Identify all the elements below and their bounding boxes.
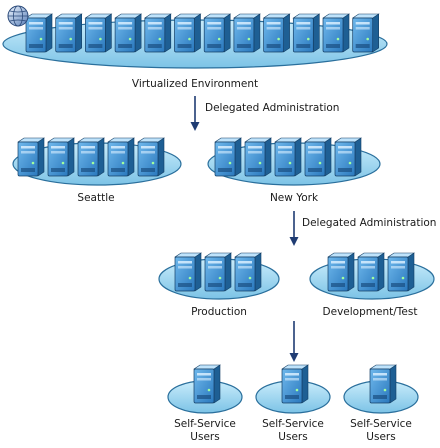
server-icon [137, 137, 165, 177]
server-icon [369, 364, 397, 404]
server-icon [204, 252, 232, 292]
label-delegated-administration-1: Delegated Administration [205, 102, 339, 114]
label-self-service-3-line1: Self-Service [350, 418, 412, 430]
server-icon [322, 13, 350, 53]
server-icon [387, 252, 415, 292]
label-development-test: Development/Test [323, 306, 418, 318]
server-group-development-test [327, 252, 415, 292]
label-production: Production [191, 306, 247, 318]
label-self-service-1-line2: Users [190, 431, 219, 443]
server-icon [203, 13, 232, 53]
label-virtualized-environment: Virtualized Environment [132, 78, 258, 90]
server-icon [193, 364, 221, 404]
server-icon [304, 137, 332, 177]
server-icon [234, 252, 262, 292]
server-icon [17, 137, 45, 177]
arrow-to-self-service [289, 321, 299, 362]
label-new-york: New York [270, 192, 319, 204]
label-seattle: Seattle [77, 192, 114, 204]
label-self-service-2-line2: Users [278, 431, 307, 443]
server-group-self-service-users-3 [369, 364, 397, 404]
arrow-to-sites [190, 96, 200, 131]
server-group-self-service-users-2 [281, 364, 309, 404]
server-icon [274, 137, 302, 177]
server-icon [84, 13, 113, 53]
server-icon [214, 137, 242, 177]
label-self-service-2-line1: Self-Service [262, 418, 324, 430]
server-icon [107, 137, 135, 177]
server-icon [114, 13, 143, 53]
server-icon [244, 137, 272, 177]
globe-icon [7, 5, 29, 27]
server-icon [351, 13, 380, 53]
server-group-seattle [17, 137, 165, 177]
server-icon [173, 13, 202, 53]
server-group-self-service-users-1 [193, 364, 221, 404]
server-icon [143, 13, 172, 53]
server-icon [54, 13, 83, 53]
label-delegated-administration-2: Delegated Administration [302, 217, 436, 229]
server-group-new-york [214, 137, 362, 177]
server-icon [47, 137, 75, 177]
server-icon [262, 13, 291, 53]
arrow-to-environments [289, 211, 299, 246]
server-icon [357, 252, 385, 292]
server-icon [334, 137, 362, 177]
server-icon [77, 137, 105, 177]
server-icon [327, 252, 355, 292]
server-icon [174, 252, 202, 292]
server-group-virtualized-environment [25, 13, 380, 53]
server-group-production [174, 252, 262, 292]
server-icon [292, 13, 321, 53]
server-icon [25, 13, 53, 53]
server-icon [232, 13, 261, 53]
label-self-service-3-line2: Users [366, 431, 395, 443]
label-self-service-1-line1: Self-Service [174, 418, 236, 430]
server-icon [281, 364, 309, 404]
